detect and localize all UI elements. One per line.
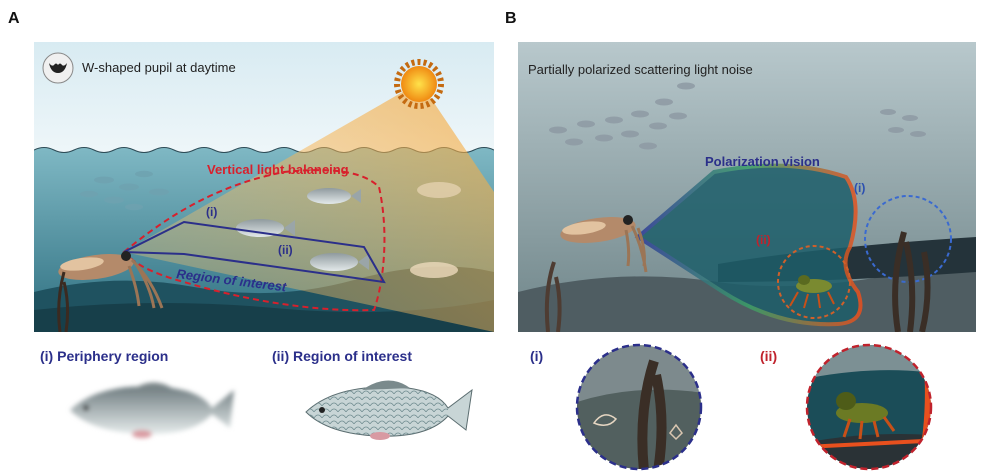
panel-a-illustration: Vertical light balancing (i) (ii) Region… [34, 42, 494, 332]
marker-i-a: (i) [206, 205, 217, 219]
panel-a-letter: A [8, 10, 20, 27]
balancing-region [122, 169, 386, 312]
vertical-balancing-label: Vertical light balancing [207, 162, 349, 177]
mantis-shrimp-b [789, 275, 835, 309]
noise-caption: Partially polarized scattering light noi… [528, 62, 753, 77]
cuttlefish-a [58, 251, 164, 309]
fish-school-b [549, 82, 926, 150]
inset-ii-image [805, 343, 933, 471]
cuttlefish-b [560, 215, 648, 273]
marker-i-b: (i) [854, 181, 865, 195]
circle-ii [777, 245, 851, 319]
panel-b-illustration: Polarization vision (i) (ii) [518, 42, 976, 332]
w-pupil-icon [42, 52, 74, 84]
sun-icon [394, 59, 444, 109]
blurred-fish-image [70, 382, 234, 438]
panel-b-letter: B [505, 10, 517, 27]
circle-i [864, 195, 952, 283]
inset-ii-label: (ii) [760, 348, 778, 364]
polarization-label: Polarization vision [705, 154, 820, 169]
marker-ii-a: (ii) [278, 243, 293, 257]
sharp-fish-image [305, 380, 473, 440]
roi-band [123, 220, 386, 284]
inset-i-image [575, 343, 703, 471]
fish-marker-i [236, 219, 295, 237]
fish-roi [310, 253, 369, 271]
fish-periphery [307, 188, 361, 204]
marker-ii-b: (ii) [756, 233, 771, 247]
roi-caption: (ii) Region of interest [272, 348, 412, 364]
periphery-caption: (i) Periphery region [40, 348, 169, 364]
inset-i-label: (i) [530, 348, 544, 364]
fish-school-left [80, 170, 169, 211]
pupil-caption: W-shaped pupil at daytime [82, 60, 236, 75]
